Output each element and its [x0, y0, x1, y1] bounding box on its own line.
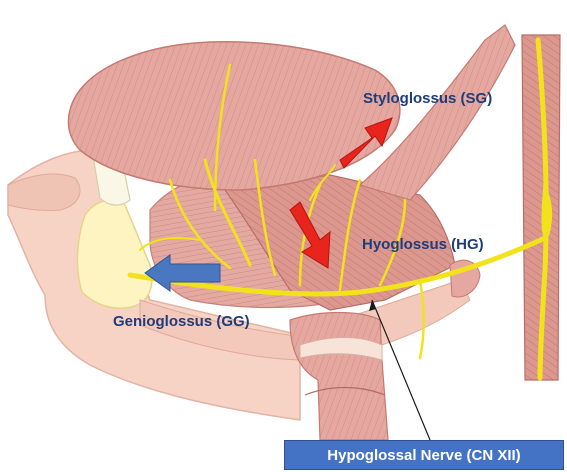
mandible-bone — [77, 200, 151, 308]
larynx-column — [290, 313, 388, 441]
tongue-dorsum — [68, 42, 399, 190]
hyoglossus-label: Hyoglossus (HG) — [362, 236, 484, 253]
styloglossus-label: Styloglossus (SG) — [363, 90, 492, 107]
genioglossus-label: Genioglossus (GG) — [113, 313, 250, 330]
hypoglossal-nerve-label: Hypoglossal Nerve (CN XII) — [284, 440, 564, 470]
